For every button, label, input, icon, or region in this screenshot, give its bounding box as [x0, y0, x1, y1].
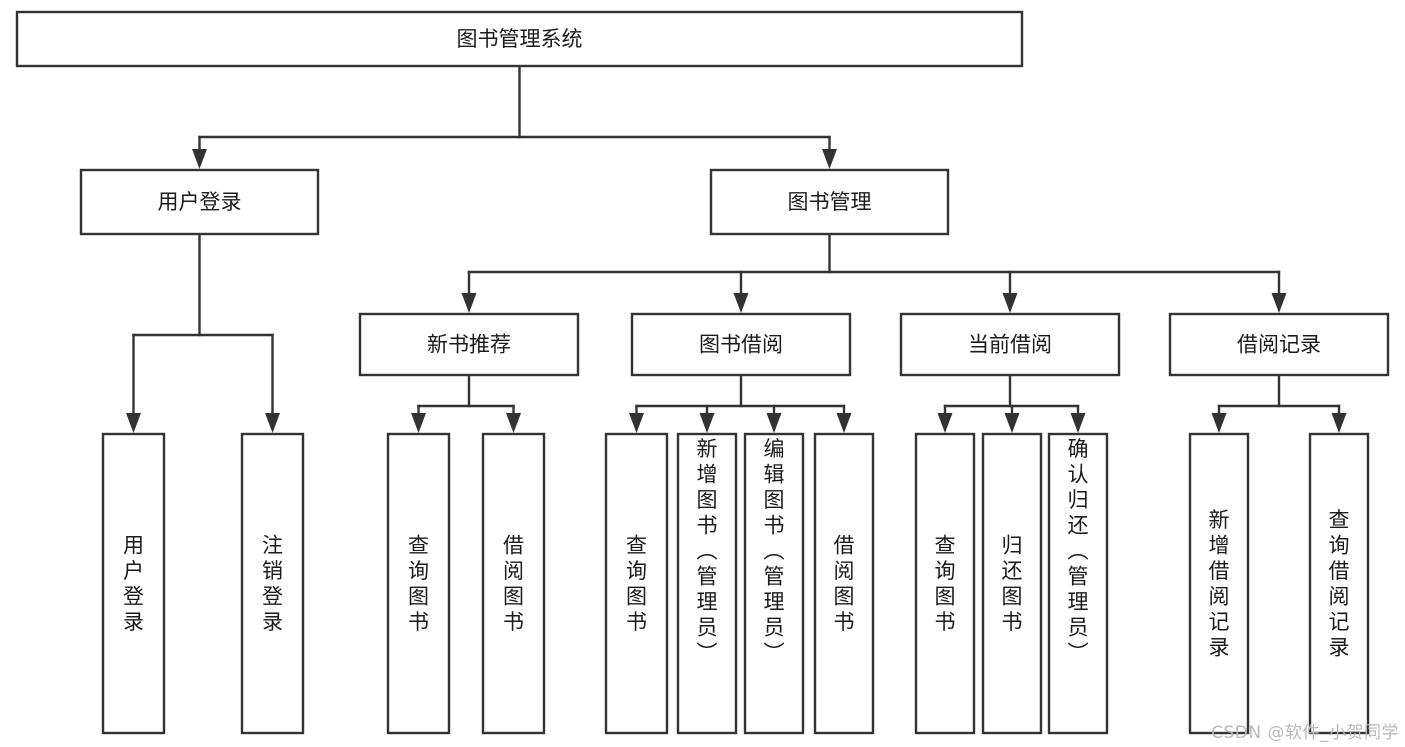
node-label: 当前借阅 [968, 333, 1052, 357]
node-box [813, 432, 875, 735]
node-box [79, 168, 320, 236]
node-label: 查询图书 [935, 534, 956, 635]
node-label: 新增借阅记录 [1209, 508, 1230, 660]
node-label: 归还图书 [1002, 534, 1023, 635]
node-box [1168, 312, 1390, 377]
node-current-borrow[interactable]: 当前借阅 [899, 312, 1121, 377]
connector-layer [126, 64, 1347, 433]
arrow-head-icon [822, 149, 837, 169]
arrow-head-icon [192, 149, 207, 169]
arrow-head-icon [699, 413, 715, 433]
node-leaf-rec-query-book[interactable]: 查询图书 [386, 432, 451, 735]
node-label: 图书管理 [788, 190, 872, 214]
node-leaf-record-query[interactable]: 查询借阅记录 [1308, 432, 1370, 735]
node-leaf-user-logout[interactable]: 注销登录 [240, 432, 305, 735]
edge-group [411, 373, 521, 433]
node-leaf-borrow-edit-book[interactable]: 编辑图书︵管理员︶ [743, 432, 805, 735]
node-box [981, 432, 1043, 735]
arrow-head-icon [126, 413, 141, 433]
node-label: 查询图书 [626, 534, 647, 635]
node-box [914, 432, 976, 735]
node-label: 查询借阅记录 [1329, 508, 1350, 660]
node-label: 借阅图书 [503, 534, 524, 635]
node-user-login[interactable]: 用户登录 [79, 168, 320, 236]
node-box [604, 432, 669, 735]
node-label: 注销登录 [262, 534, 283, 635]
node-box [709, 168, 950, 236]
edge-group [192, 64, 837, 169]
arrow-head-icon [506, 413, 521, 433]
arrow-head-icon [1211, 413, 1227, 433]
node-label: 借阅图书 [834, 534, 855, 635]
arrow-head-icon [1004, 413, 1020, 433]
arrow-head-icon [766, 413, 782, 433]
node-borrow-record[interactable]: 借阅记录 [1168, 312, 1390, 377]
edge-group [461, 232, 1287, 313]
edge-group [1211, 373, 1347, 433]
arrow-head-icon [265, 413, 280, 433]
node-box [15, 10, 1024, 68]
node-leaf-user-login[interactable]: 用户登录 [101, 432, 166, 735]
node-box [743, 432, 805, 735]
node-layer: 图书管理系统用户登录图书管理新书推荐图书借阅当前借阅借阅记录用户登录注销登录查询… [15, 10, 1390, 735]
arrow-head-icon [1271, 293, 1287, 313]
node-label: 编辑图书︵管理员︶ [764, 437, 785, 665]
edge-group [126, 232, 280, 433]
node-leaf-current-confirm-return[interactable]: 确认归还︵管理员︶ [1047, 432, 1109, 735]
arrow-head-icon [1331, 413, 1347, 433]
node-label: 图书借阅 [699, 333, 783, 357]
arrow-head-icon [1002, 293, 1018, 313]
node-label: 查询图书 [408, 534, 429, 635]
node-leaf-rec-borrow-book[interactable]: 借阅图书 [481, 432, 546, 735]
arrow-head-icon [411, 413, 426, 433]
node-label: 确认归还︵管理员︶ [1068, 437, 1089, 665]
node-book-borrow[interactable]: 图书借阅 [630, 312, 852, 377]
node-leaf-borrow-query-book[interactable]: 查询图书 [604, 432, 669, 735]
arrow-head-icon [629, 413, 644, 433]
node-label: 借阅记录 [1237, 333, 1321, 357]
arrow-head-icon [733, 293, 749, 313]
edge-group [629, 373, 852, 433]
arrow-head-icon [1070, 413, 1086, 433]
node-box [1047, 432, 1109, 735]
node-label: 新增图书︵管理员︶ [697, 437, 718, 665]
node-label: 图书管理系统 [457, 27, 583, 51]
node-box [481, 432, 546, 735]
node-label: 新书推荐 [427, 333, 511, 357]
node-book-manage[interactable]: 图书管理 [709, 168, 950, 236]
node-box [1188, 432, 1250, 735]
node-box [630, 312, 852, 377]
arrow-head-icon [836, 413, 852, 433]
node-leaf-borrow-borrow-book[interactable]: 借阅图书 [813, 432, 875, 735]
arrow-head-icon [937, 413, 953, 433]
node-new-book-rec[interactable]: 新书推荐 [358, 312, 580, 377]
edge-group [937, 373, 1086, 433]
node-box [899, 312, 1121, 377]
node-box [676, 432, 738, 735]
node-label: 用户登录 [158, 190, 242, 214]
arrow-head-icon [461, 293, 477, 313]
node-leaf-current-query-book[interactable]: 查询图书 [914, 432, 976, 735]
node-label: 用户登录 [123, 534, 144, 635]
node-leaf-current-return-book[interactable]: 归还图书 [981, 432, 1043, 735]
node-box [1308, 432, 1370, 735]
node-box [358, 312, 580, 377]
node-box [386, 432, 451, 735]
node-leaf-record-add[interactable]: 新增借阅记录 [1188, 432, 1250, 735]
node-leaf-borrow-add-book[interactable]: 新增图书︵管理员︶ [676, 432, 738, 735]
node-box [240, 432, 305, 735]
node-root[interactable]: 图书管理系统 [15, 10, 1024, 68]
node-box [101, 432, 166, 735]
watermark-text: CSDN @软件_小贺同学 [1211, 723, 1399, 743]
